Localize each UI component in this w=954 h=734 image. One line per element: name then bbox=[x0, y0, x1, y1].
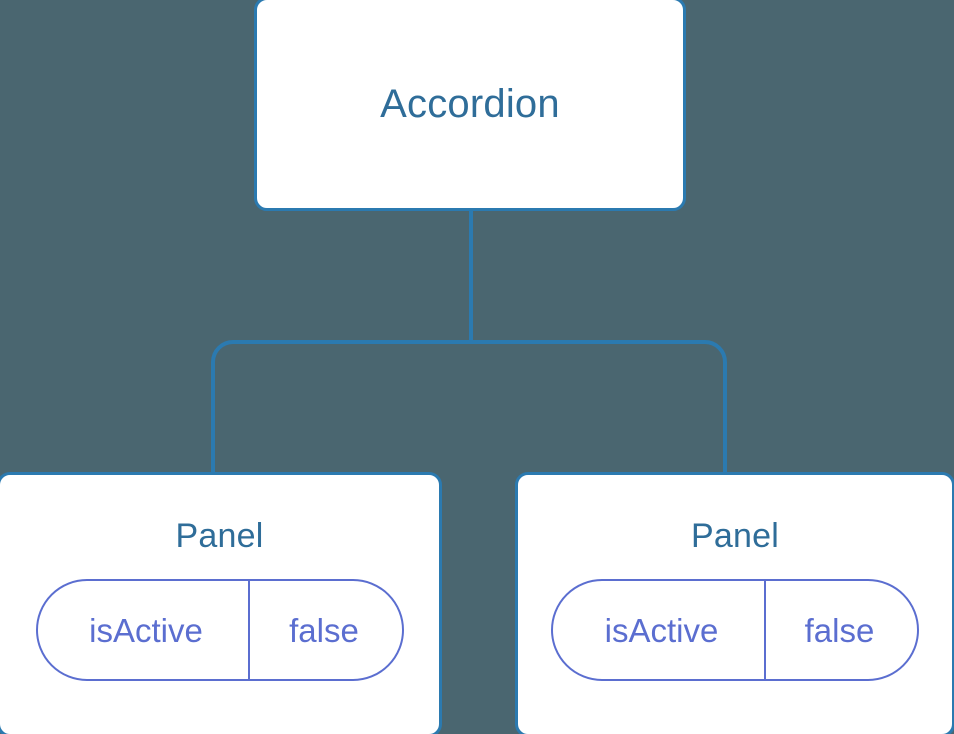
node-accordion[interactable]: Accordion bbox=[254, 0, 686, 211]
prop-key: isActive bbox=[553, 581, 766, 679]
node-panel-1[interactable]: Panel isActive false bbox=[515, 472, 954, 734]
edge-to-panel-0 bbox=[211, 340, 471, 474]
node-panel-1-title: Panel bbox=[691, 517, 779, 555]
node-panel-0-prop-isactive[interactable]: isActive false bbox=[35, 579, 404, 681]
node-panel-0[interactable]: Panel isActive false bbox=[0, 472, 442, 734]
prop-key: isActive bbox=[38, 581, 251, 679]
prop-value: false bbox=[289, 611, 359, 649]
node-accordion-title: Accordion bbox=[380, 82, 560, 126]
node-panel-0-title: Panel bbox=[175, 517, 264, 555]
node-panel-1-prop-isactive[interactable]: isActive false bbox=[551, 579, 919, 681]
prop-value: false bbox=[804, 611, 875, 649]
edge-to-panel-1 bbox=[471, 340, 727, 474]
